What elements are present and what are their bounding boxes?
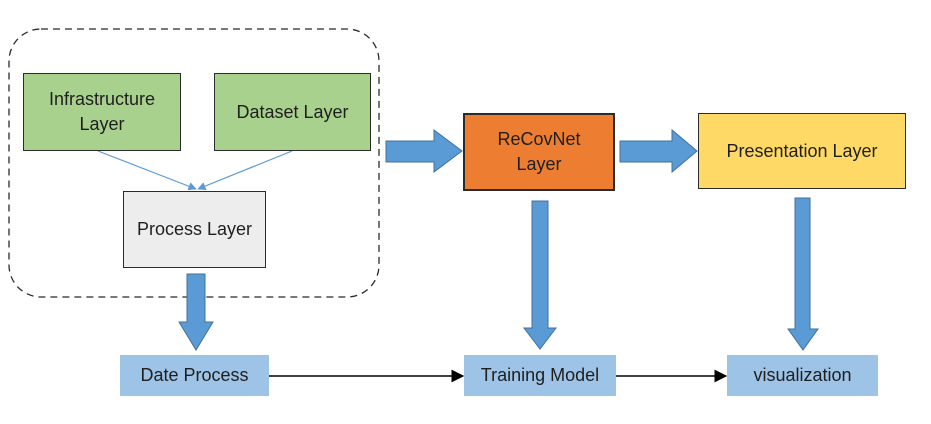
training-model-box: Training Model [464, 355, 616, 396]
infrastructure-layer-label: Infrastructure Layer [48, 89, 156, 134]
process-to-dateprocess-arrow [178, 273, 214, 351]
recovnet-layer-box: ReCovNet Layer [463, 113, 615, 191]
infrastructure-to-process-arrow [97, 150, 197, 191]
group-container [8, 28, 380, 298]
presentation-to-visualization-arrow [787, 197, 819, 351]
presentation-layer-label: Presentation Layer [726, 140, 878, 161]
training-model-label: Training Model [480, 365, 600, 385]
recovnet-layer-label: ReCovNet Layer [497, 129, 581, 174]
recovnet-to-presentation-arrow [619, 128, 698, 174]
visualization-label: visualization [753, 365, 852, 385]
infrastructure-layer-box: Infrastructure Layer [23, 73, 181, 151]
group-to-recovnet-arrow [385, 129, 463, 173]
presentation-layer-box: Presentation Layer [698, 113, 906, 189]
date-process-box: Date Process [120, 355, 269, 396]
recovnet-to-training-arrow [522, 200, 558, 350]
date-process-label: Date Process [140, 365, 249, 385]
process-layer-label: Process Layer [136, 219, 253, 239]
dataset-layer-box: Dataset Layer [214, 73, 371, 151]
visualization-box: visualization [727, 355, 878, 396]
dataset-to-process-arrow [197, 150, 293, 191]
dataset-layer-label: Dataset Layer [236, 101, 349, 122]
process-layer-box: Process Layer [123, 191, 266, 268]
